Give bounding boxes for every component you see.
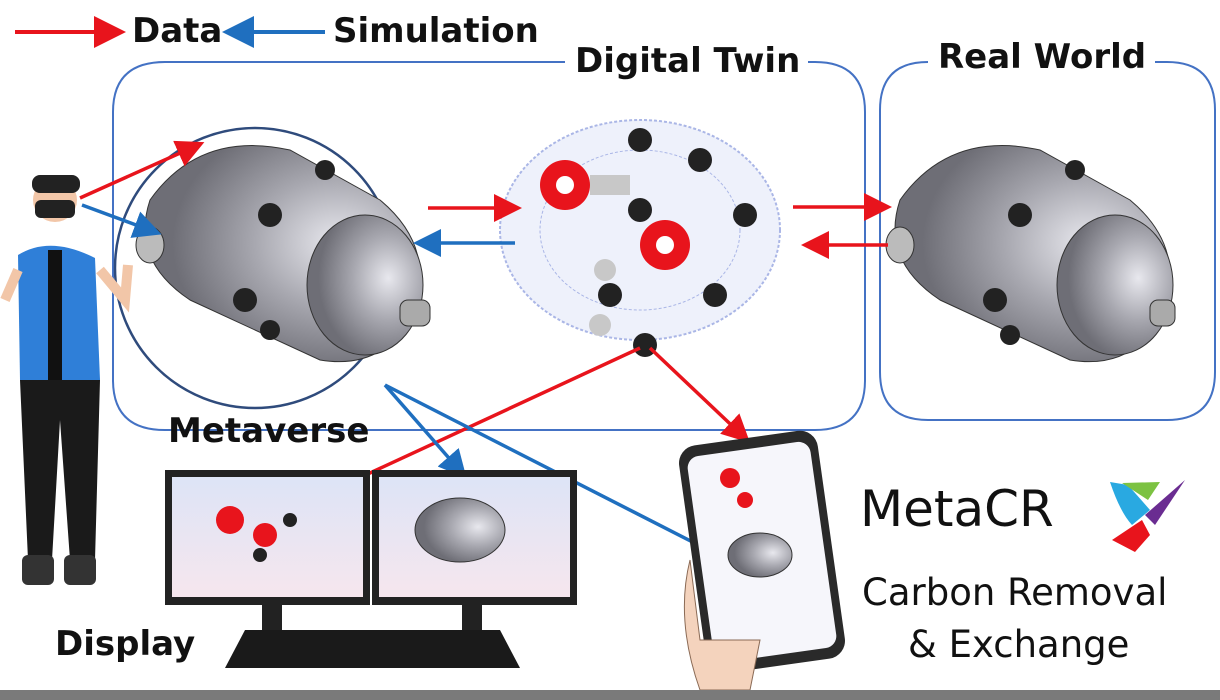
- legend-simulation-label: Simulation: [333, 11, 539, 51]
- display-label: Display: [55, 624, 196, 664]
- bottom-border: [0, 690, 1220, 700]
- metaverse-tank-model: [135, 145, 431, 363]
- digital-twin-label: Digital Twin: [575, 41, 801, 81]
- smartphone: [679, 430, 845, 691]
- real-world-tank-model: [885, 145, 1176, 363]
- vr-user-figure: [0, 175, 133, 585]
- real-world-box: [879, 61, 1216, 421]
- dual-monitor-display: [165, 470, 577, 668]
- logo-name: MetaCR: [860, 480, 1054, 538]
- legend-data-label: Data: [132, 11, 223, 51]
- real-world-label: Real World: [938, 37, 1147, 77]
- digital-twin-wireframe-model: [499, 119, 781, 357]
- metacrx-logo-mark: [1110, 480, 1185, 552]
- logo-tagline-line1: Carbon Removal: [862, 571, 1168, 614]
- metaverse-label: Metaverse: [168, 411, 370, 451]
- logo-tagline-line2: & Exchange: [908, 623, 1130, 666]
